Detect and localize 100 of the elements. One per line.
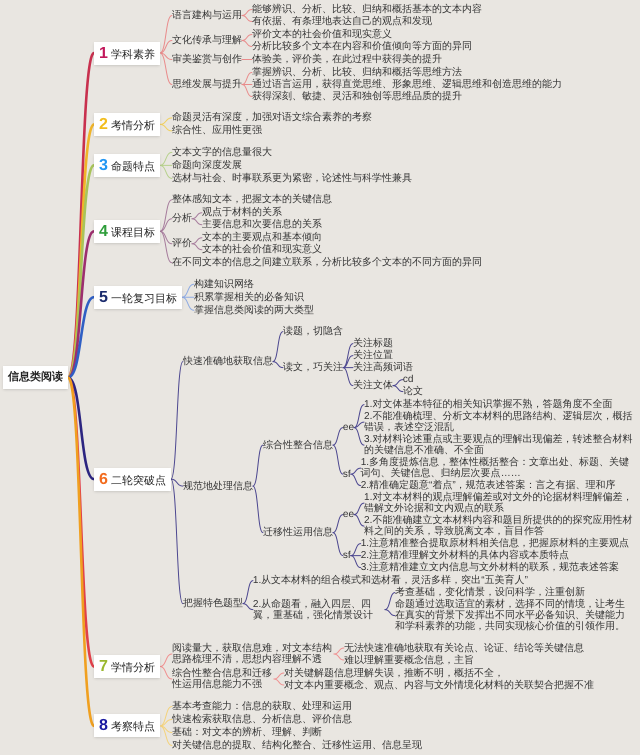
subtopic-text: 2.精准确定题意“着点”，规范表述答案：言之有据、理和序 — [360, 480, 616, 492]
branch-line — [272, 331, 284, 362]
subtopic-text: ee — [342, 509, 354, 520]
branch-line — [342, 343, 354, 368]
subtopic-text: sf — [342, 468, 351, 480]
subtopic-text: 关注标题 — [352, 338, 393, 350]
branch-line — [242, 603, 254, 610]
branch-line — [384, 609, 396, 616]
main-branch-line — [66, 296, 96, 379]
subtopic-text: 综合性、应用性更强 — [172, 125, 262, 136]
subtopic-text: 关注高频词语 — [352, 362, 413, 374]
branch-line — [191, 218, 202, 226]
branch-line — [332, 427, 344, 446]
topic-number: 4 — [99, 222, 108, 241]
branch-line — [159, 718, 172, 726]
branch-line — [332, 444, 344, 475]
branch-line — [159, 152, 172, 166]
subtopic-text: 难以理解重要概念信息，主旨 — [344, 654, 474, 666]
branch-line — [354, 422, 365, 428]
topic-title: 学科素养 — [110, 48, 155, 62]
subtopic-text: 体验美，评价美，在此过程中获得美的提升 — [252, 54, 442, 65]
topic-number: 6 — [99, 470, 108, 489]
subtopic-text: 文化传承与理解 — [172, 35, 242, 46]
topic-box — [94, 154, 160, 177]
branch-line — [241, 40, 252, 47]
topic-number: 3 — [99, 156, 108, 175]
subtopic-text: 整体感知文本，把握文本的关键信息 — [172, 194, 332, 206]
branch-line — [392, 385, 404, 392]
subtopic-text: 审美鉴赏与创作 — [172, 54, 242, 65]
subtopic-text: ee — [342, 422, 354, 434]
subtopic-text: 文本的社会价值和现实意义 — [202, 244, 322, 256]
subtopic-text: 1.从文本材料的组合模式和选材看，灵活多样，突出“五美育人” — [252, 575, 528, 586]
topic-title: 二轮突破点 — [110, 474, 166, 488]
subtopic-text: 1.对文体基本特征的相关知识掌握不熟，答题角度不全面 — [364, 399, 612, 410]
subtopic-text: 获得深刻、敏捷、灵活和独创等思维品质的提升 — [252, 91, 462, 102]
branch-line — [350, 474, 362, 486]
subtopic-text: 选材与社会、时事联系更为紧密，论述性与科学性兼具 — [172, 172, 412, 184]
branch-line — [241, 34, 252, 41]
branch-line — [191, 212, 202, 220]
branch-line — [350, 468, 362, 475]
branch-line — [350, 555, 362, 568]
main-branch-line — [66, 376, 96, 728]
branch-line — [333, 654, 344, 661]
subtopic-text: 思维发展与提升 — [172, 79, 242, 90]
branch-line — [181, 284, 194, 298]
branch-line — [159, 666, 172, 680]
subtopic-text: 论文 — [402, 386, 423, 398]
branch-line — [350, 555, 362, 556]
topic-box — [94, 42, 160, 64]
branch-line — [273, 672, 284, 680]
branch-line — [252, 486, 264, 534]
topic-title: 考情分析 — [110, 118, 155, 133]
subtopic-text: 关注位置 — [352, 350, 393, 362]
subtopic-text: 分析 — [172, 213, 192, 224]
branch-line — [342, 355, 354, 368]
subtopic-text: 主要信息和次要信息的关系 — [202, 219, 322, 230]
subtopic-text: 综合性整合信息 — [262, 440, 333, 451]
subtopic-text: 1.对文本材料的观点理解偏差或对文外的论据材料理解偏差，错解文外论据和文内观点的联系 — [364, 492, 634, 514]
subtopic-text: 2.不能准确建立文本材料内容和题目所提供的的探究应用性材料之间的关系，导致脱离文本，盲目作答 — [364, 515, 634, 538]
branch-line — [159, 218, 172, 232]
topic-title: 考察特点 — [110, 720, 155, 734]
branch-line — [170, 361, 184, 480]
subtopic-text: 读题，切隐含 — [282, 326, 343, 338]
subtopic-text: 积累掌握相关的必备知识 — [194, 292, 304, 303]
branch-line — [191, 237, 202, 244]
subtopic-text: 3.对材料论述重点或主要观点的理解出现偏差，转述整合材料的关键信息不准确、不全面 — [364, 434, 634, 456]
subtopic-text: 评价 — [172, 238, 192, 250]
branch-line — [342, 367, 354, 368]
branch-line — [332, 514, 344, 534]
branch-line — [159, 52, 172, 85]
branch-line — [272, 361, 284, 368]
subtopic-text: 2.不能准确梳理、分析文本材料的思路结构、逻辑层次，概括错误，表述空泛混乱 — [364, 411, 634, 434]
branch-line — [159, 199, 172, 232]
branch-line — [159, 725, 172, 746]
subtopic-text: 掌握信息类阅读的两大类型 — [194, 304, 314, 316]
branch-line — [170, 478, 184, 487]
topic-title: 命题特点 — [110, 160, 155, 174]
subtopic-text: 1.注意精准整合提取原材料相关信息，把握原材料的主要观点 — [360, 538, 630, 550]
subtopic-text: 3.注意精准建立文内信息与文外材料的联系，规范表述答案 — [360, 562, 620, 574]
central-topic-box: 信息类阅读 — [3, 366, 68, 389]
subtopic-text: 无法快速准确地获取有关论点、论证、结论等关键信息 — [344, 642, 584, 654]
branch-line — [181, 296, 194, 298]
topic-title: 课程目标 — [110, 226, 155, 240]
branch-line — [273, 678, 284, 686]
branch-line — [159, 725, 172, 733]
subtopic-text: 读文，巧关注 — [282, 362, 343, 374]
branch-line — [159, 40, 172, 54]
subtopic-text: 考查基础，变化情景，设问科学，注重创新 — [394, 587, 585, 598]
branch-line — [354, 404, 365, 428]
subtopic-text: 命题通过选取适宜的素材，选择不同的情境，让考生在真实的背景下发挥出不同水平必备知识、关键能力和学科素养的功能，共同实现核心价值的引领作用。 — [394, 599, 629, 632]
branch-line — [159, 230, 172, 244]
subtopic-text: sf — [342, 550, 351, 562]
subtopic-text: 关注文体 — [352, 380, 393, 392]
branch-line — [159, 52, 172, 60]
branch-line — [159, 230, 172, 264]
topic-box — [94, 220, 160, 243]
subtopic-text: 快速准确地获取信息 — [182, 356, 273, 368]
branch-line — [159, 706, 172, 726]
topic-number: 8 — [99, 716, 108, 736]
topic-title: 一轮复习目标 — [110, 292, 177, 306]
